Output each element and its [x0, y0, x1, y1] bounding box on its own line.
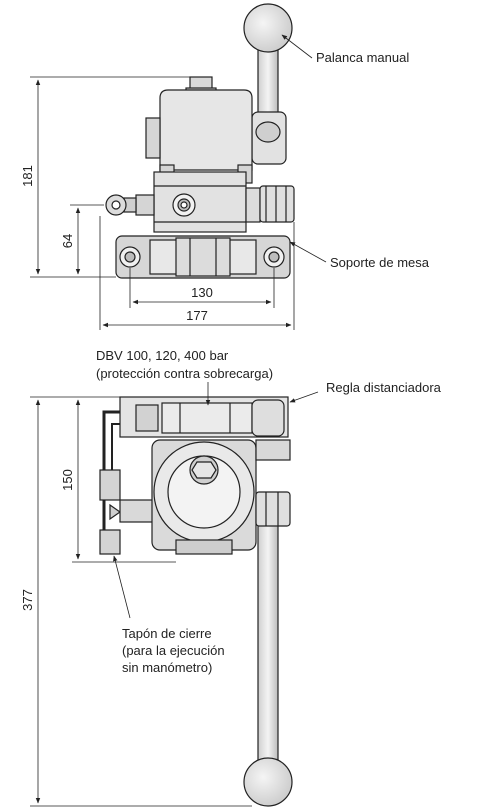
valve-body-middle	[153, 171, 247, 233]
label-plug-2: (para la ejecución	[122, 643, 225, 658]
lever-knob	[243, 3, 293, 53]
valve-body-upper	[159, 89, 253, 171]
lever-knob-bottom	[243, 757, 293, 807]
label-plug-3: sin manómetro)	[122, 660, 212, 675]
dim-377: 377	[20, 589, 35, 611]
label-plug-1: Tapón de cierre	[122, 626, 212, 641]
dim-181: 181	[20, 165, 35, 187]
label-table-bracket: Soporte de mesa	[330, 255, 430, 270]
dim-64: 64	[60, 234, 75, 248]
label-hand-lever: Palanca manual	[316, 50, 409, 65]
lever-rod-long	[257, 504, 279, 776]
top-dimensions	[30, 34, 327, 330]
dim-177: 177	[186, 308, 208, 323]
label-relief-valve-2: (protección contra sobrecarga)	[96, 366, 273, 381]
top-view	[99, 396, 293, 807]
label-relief-valve-1: DBV 100, 120, 400 bar	[96, 348, 229, 363]
dim-150: 150	[60, 469, 75, 491]
label-spacer-bar: Regla distanciadora	[326, 380, 442, 395]
dim-130: 130	[191, 285, 213, 300]
bottom-dimensions	[30, 382, 319, 807]
front-view	[105, 3, 295, 279]
